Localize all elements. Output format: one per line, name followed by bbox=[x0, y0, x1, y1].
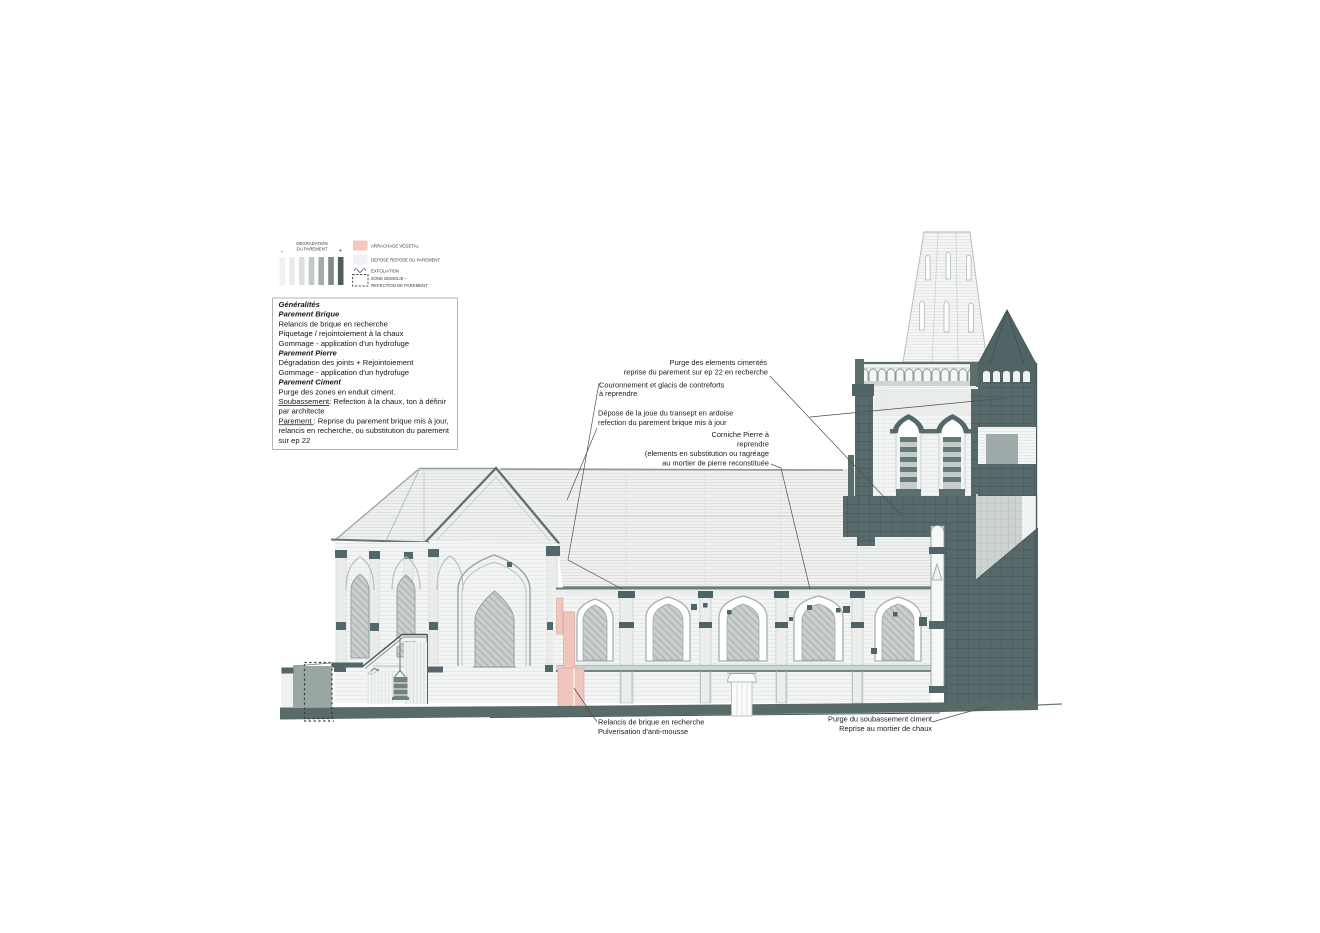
svg-text:DEGRADATION: DEGRADATION bbox=[296, 241, 327, 246]
svg-text:Piquetage / rejointoiement à l: Piquetage / rejointoiement à la chaux bbox=[279, 329, 404, 338]
svg-text:Couronnement et glacis de cont: Couronnement et glacis de contreforts bbox=[599, 381, 725, 390]
svg-text:Reprise au mortier de chaux: Reprise au mortier de chaux bbox=[839, 724, 932, 733]
svg-text:Parement Ciment: Parement Ciment bbox=[279, 378, 342, 387]
svg-text:Pulverisation d'anti-mousse: Pulverisation d'anti-mousse bbox=[598, 727, 688, 736]
svg-text:Purge du soubassement ciment: Purge du soubassement ciment bbox=[828, 715, 932, 724]
svg-text:reprendre: reprendre bbox=[737, 440, 769, 449]
svg-text:Dégradation des joints + Rejoi: Dégradation des joints + Rejointoiement bbox=[279, 358, 415, 367]
svg-text:DEPOSE REPOSE DU PAREMENT: DEPOSE REPOSE DU PAREMENT bbox=[371, 258, 441, 263]
svg-text:à reprendre: à reprendre bbox=[599, 389, 637, 398]
svg-text:refection du parement brique m: refection du parement brique mis à jour bbox=[598, 418, 727, 427]
svg-text:Corniche Pierre à: Corniche Pierre à bbox=[711, 430, 769, 439]
svg-text:Généralités: Généralités bbox=[279, 300, 320, 309]
svg-text:ZONE DEMOLIE –: ZONE DEMOLIE – bbox=[371, 276, 408, 281]
svg-text:Relancis de brique en recherch: Relancis de brique en recherche bbox=[279, 319, 388, 328]
svg-text:Gommage - application d'un hyd: Gommage - application d'un hydrofuge bbox=[279, 368, 410, 377]
svg-text:Purge des elements cimentés: Purge des elements cimentés bbox=[670, 358, 768, 367]
svg-text:reprise du parement sur ep 22: reprise du parement sur ep 22 en recherc… bbox=[624, 368, 768, 377]
svg-text:ARRACHAGE VEGETAL: ARRACHAGE VEGETAL bbox=[371, 244, 420, 249]
svg-text:-: - bbox=[281, 250, 283, 256]
svg-text:REFECTION DE PAREMENT: REFECTION DE PAREMENT bbox=[371, 283, 428, 288]
svg-text:Dépose de la joue du transept: Dépose de la joue du transept en ardoise bbox=[598, 409, 733, 418]
svg-text:Relancis de brique en recherch: Relancis de brique en recherche bbox=[598, 718, 704, 727]
svg-text:Soubassement: Refection à la c: Soubassement: Refection à la chaux, ton … bbox=[279, 397, 447, 406]
svg-text:Parement Brique: Parement Brique bbox=[279, 310, 341, 319]
svg-text:par architecte: par architecte bbox=[279, 407, 325, 416]
svg-text:sur ep 22: sur ep 22 bbox=[279, 436, 311, 445]
svg-text:relancis en recherche, ou subs: relancis en recherche, ou substitution d… bbox=[279, 426, 450, 435]
svg-text:au mortier de pierre reconstit: au mortier de pierre reconstituée bbox=[662, 459, 769, 468]
svg-text:Purge des zones en enduit cime: Purge des zones en enduit ciment. bbox=[279, 387, 396, 396]
svg-text:DU PAREMENT: DU PAREMENT bbox=[297, 247, 328, 252]
svg-text:EXFOLIATION: EXFOLIATION bbox=[371, 269, 399, 274]
svg-text:Gommage - application d'un hyd: Gommage - application d'un hydrofuge bbox=[279, 339, 410, 348]
svg-text:Parement Pierre: Parement Pierre bbox=[279, 349, 338, 358]
svg-text:Parement : Reprise du parement: Parement : Reprise du parement brique mi… bbox=[279, 416, 449, 425]
svg-text:(elements en substitution ou r: (elements en substitution ou ragréage bbox=[645, 449, 769, 458]
svg-text:+: + bbox=[339, 249, 343, 255]
